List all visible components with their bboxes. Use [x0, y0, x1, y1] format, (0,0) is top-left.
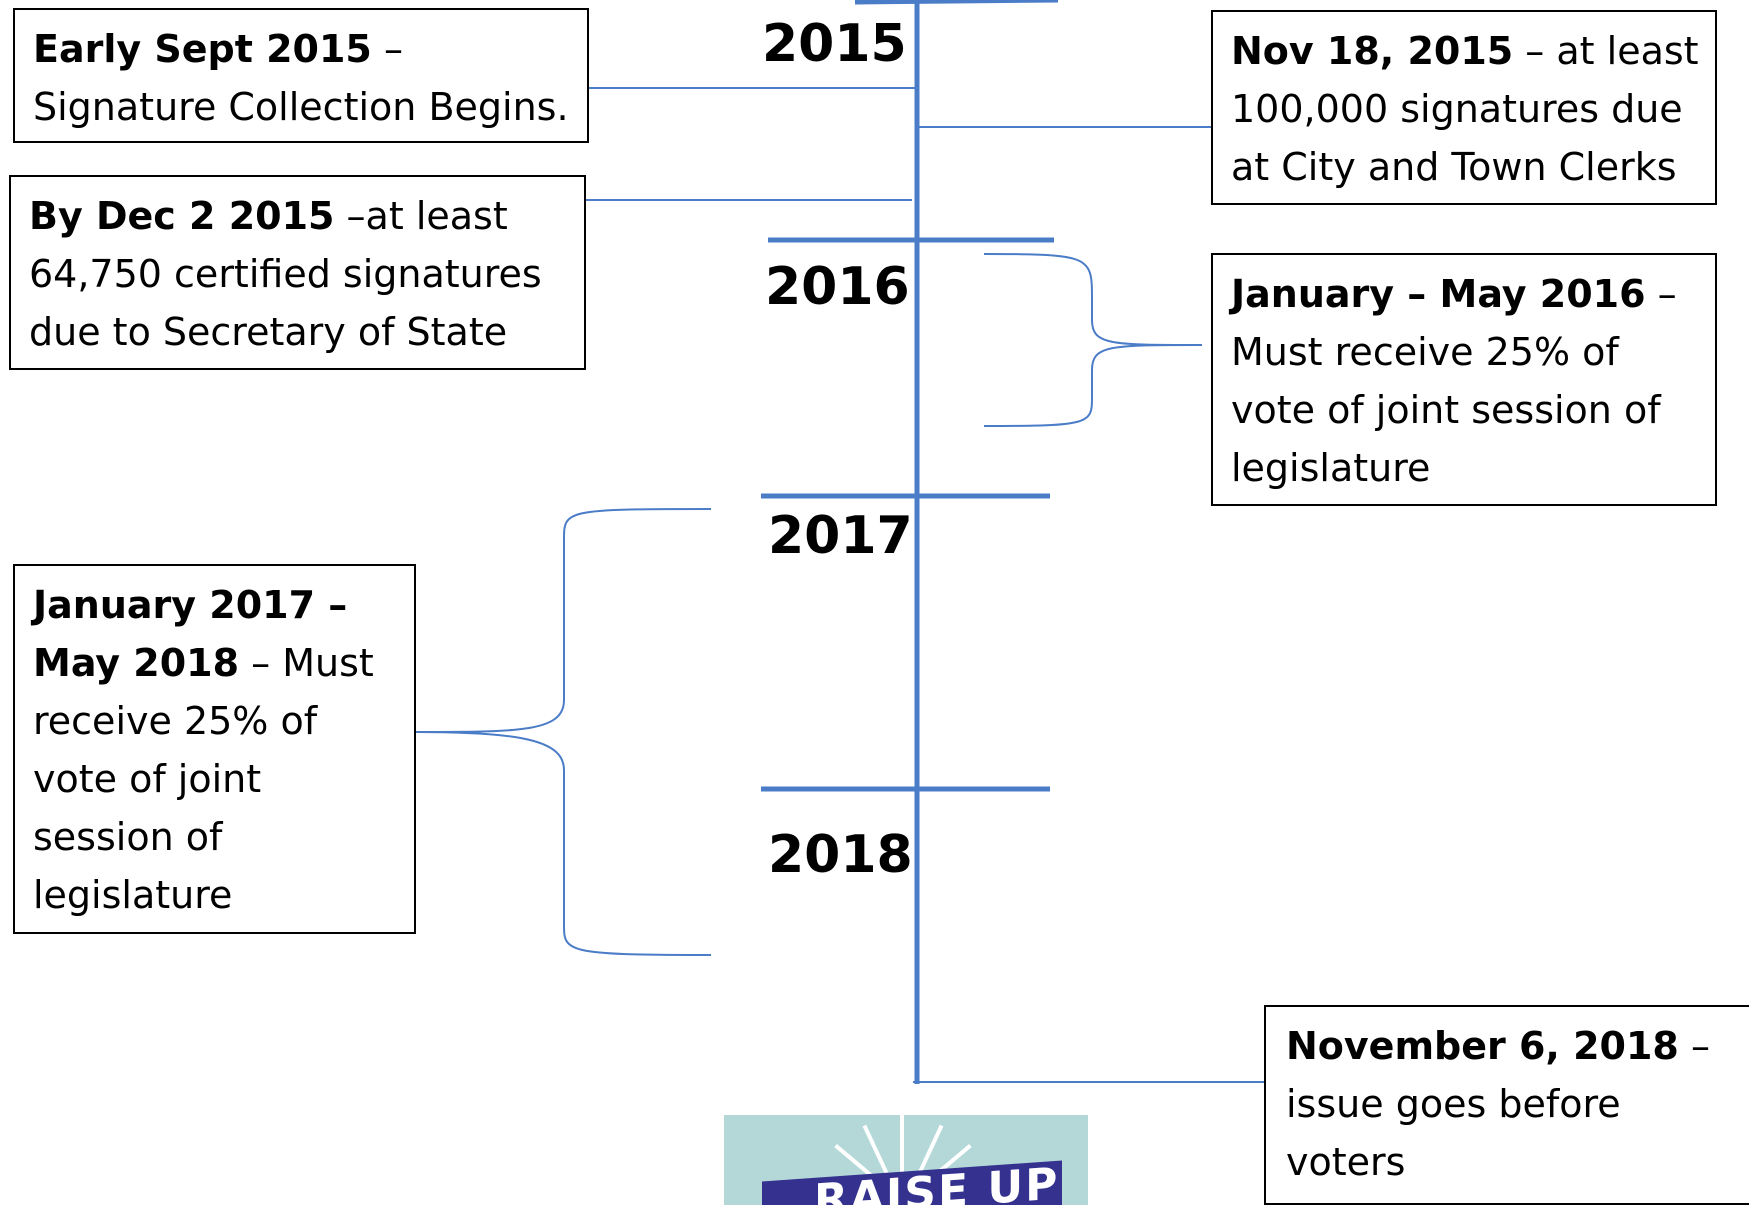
- tick-top: [854, 0, 1059, 5]
- year-label-2015: 2015: [762, 14, 907, 74]
- brace-2016: [983, 253, 1203, 427]
- event-description: – Must receive 25% of vote of joint sess…: [1231, 272, 1677, 490]
- year-label-2018: 2018: [768, 825, 913, 885]
- sunburst-ray: [900, 1115, 904, 1175]
- event-date: By Dec 2 2015: [29, 194, 335, 238]
- event-box-jan-may-2016: January – May 2016 – Must receive 25% of…: [1211, 253, 1717, 506]
- event-date: Nov 18, 2015: [1231, 29, 1514, 73]
- event-box-signature-collection: Early Sept 2015 – Signature Collection B…: [13, 8, 589, 143]
- brace-2017-2018: [414, 508, 712, 956]
- logo-text: RAISE UP: [814, 1158, 1060, 1205]
- event-box-nov6-2018: November 6, 2018 – issue goes before vot…: [1264, 1005, 1749, 1205]
- year-label-2016: 2016: [765, 257, 910, 317]
- raise-up-logo: RAISE UP: [724, 1115, 1088, 1205]
- event-description: – at least 100,000 signatures due at Cit…: [1231, 29, 1699, 189]
- event-description: –at least 64,750 certified signatures du…: [29, 194, 542, 354]
- event-description: – Must receive 25% of vote of joint sess…: [33, 641, 374, 917]
- event-date: November 6, 2018: [1286, 1024, 1679, 1068]
- event-date: Early Sept 2015: [33, 27, 372, 71]
- event-description: – Signature Collection Begins.: [33, 27, 569, 129]
- event-description: – issue goes before voters: [1286, 1024, 1710, 1184]
- event-box-jan2017-may2018: January 2017 – May 2018 – Must receive 2…: [13, 564, 416, 934]
- event-box-nov18: Nov 18, 2015 – at least 100,000 signatur…: [1211, 10, 1717, 205]
- event-date: January – May 2016: [1231, 272, 1646, 316]
- event-box-dec2: By Dec 2 2015 –at least 64,750 certified…: [9, 175, 586, 370]
- year-label-2017: 2017: [768, 506, 913, 566]
- event-date: January 2017 – May 2018: [33, 583, 348, 685]
